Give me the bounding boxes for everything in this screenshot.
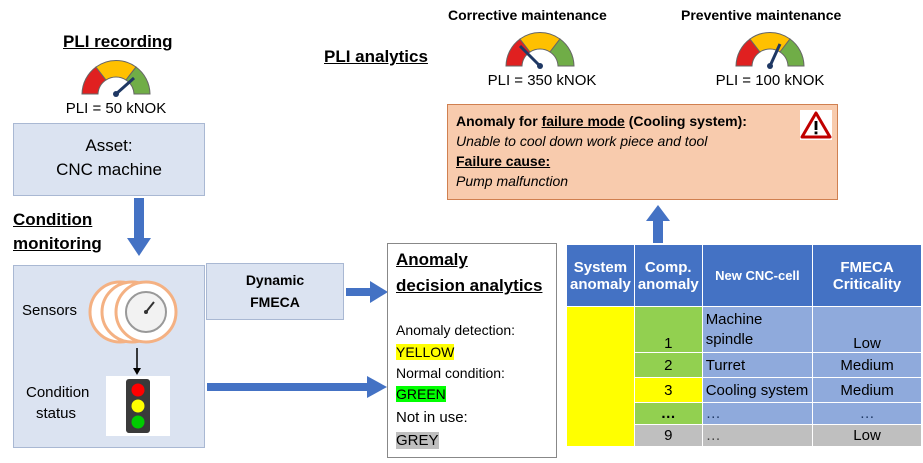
table-row: 1 Machine spindle Low — [566, 306, 922, 447]
component-name-cell: Cooling system — [701, 377, 814, 403]
table-row: 2 Turret Medium — [567, 352, 922, 378]
dynamic-fmeca-box: Dynamic FMECA — [206, 263, 344, 320]
condition-monitoring-title-2: monitoring — [13, 234, 102, 253]
comp-cell: 1 — [633, 306, 703, 353]
condition-status-label-2: status — [36, 405, 77, 422]
fmeca-to-decision-arrow — [346, 281, 388, 303]
header-fmeca-criticality: FMECA Criticality — [812, 244, 922, 307]
condition-status-label-1: Condition — [26, 384, 90, 401]
preventive-maintenance-value: PLI = 100 kNOK — [715, 72, 825, 89]
asset-box: Asset: CNC machine — [13, 123, 205, 196]
corrective-maintenance-value: PLI = 350 kNOK — [487, 72, 597, 89]
pli-recording-title: PLI recording — [63, 32, 173, 51]
table-row: … … … — [567, 402, 922, 425]
warning-icon — [800, 110, 832, 140]
fmeca-criticality-table: System anomaly Comp. anomaly New CNC-cel… — [566, 244, 922, 447]
criticality-cell: Low — [812, 306, 922, 353]
preventive-gauge-icon — [735, 32, 805, 69]
decision-analytics-title-2: decision analytics — [396, 276, 543, 295]
sensor-gauges-icon — [88, 280, 178, 344]
failure-mode-box: Anomaly for failure mode (Cooling system… — [447, 104, 838, 200]
pli-recording-gauge-icon — [81, 60, 151, 97]
dynamic-fmeca-line2: FMECA — [250, 294, 300, 310]
not-in-use-label: Not in use: — [396, 409, 468, 426]
table-to-anomaly-arrow — [646, 205, 670, 243]
table-row: 3 Cooling system Medium — [567, 377, 922, 403]
anomaly-detection-label: Anomaly detection: — [396, 322, 516, 338]
header-system-anomaly: System anomaly — [566, 244, 635, 307]
anomaly-detection-value: YELLOW — [396, 344, 455, 360]
corrective-maintenance-title: Corrective maintenance — [448, 7, 607, 23]
sensor-to-status-arrow — [133, 348, 141, 375]
comp-cell: 2 — [633, 352, 703, 378]
table-row: 9 … Low — [567, 424, 922, 447]
sensors-label: Sensors — [22, 302, 78, 319]
failure-mode-term: failure mode — [541, 113, 625, 129]
preventive-maintenance-title: Preventive maintenance — [681, 7, 842, 23]
component-name-cell: Machine spindle — [701, 306, 814, 353]
failure-cause-value: Pump malfunction — [456, 173, 569, 189]
failure-mode-description: Unable to cool down work piece and tool — [456, 133, 708, 149]
failure-mode-suffix: (Cooling system): — [624, 113, 747, 129]
corrective-gauge-icon — [505, 32, 575, 69]
component-name-cell: … — [701, 424, 814, 447]
criticality-cell: … — [812, 402, 922, 425]
not-in-use-value: GREY — [396, 432, 439, 449]
failure-mode-prefix: Anomaly for — [456, 113, 542, 129]
condition-monitoring-title-1: Condition — [13, 210, 93, 229]
traffic-light-icon — [106, 376, 170, 436]
failure-cause-label: Failure cause: — [456, 153, 551, 169]
criticality-cell: Medium — [812, 352, 922, 378]
normal-condition-label: Normal condition: — [396, 365, 505, 381]
header-new-cnc-cell: New CNC-cell — [701, 244, 814, 307]
asset-to-sensors-arrow — [127, 198, 151, 256]
asset-label: Asset: — [85, 136, 133, 155]
comp-cell: … — [633, 402, 703, 425]
asset-name: CNC machine — [56, 160, 162, 179]
header-comp-anomaly: Comp. anomaly — [633, 244, 703, 307]
comp-cell: 9 — [633, 424, 703, 447]
criticality-cell: Medium — [812, 377, 922, 403]
dynamic-fmeca-line1: Dynamic — [245, 272, 305, 288]
failure-mode-line: Anomaly for failure mode (Cooling system… — [456, 111, 829, 131]
component-name-cell: … — [701, 402, 814, 425]
pli-recording-value: PLI = 50 kNOK — [65, 100, 167, 117]
component-name-cell: Turret — [701, 352, 814, 378]
comp-cell: 3 — [633, 377, 703, 403]
pli-analytics-title: PLI analytics — [324, 47, 428, 66]
status-to-decision-arrow — [207, 376, 387, 398]
normal-condition-value: GREEN — [396, 386, 446, 402]
criticality-cell: Low — [812, 424, 922, 447]
system-anomaly-cell — [566, 306, 635, 447]
decision-analytics-title-1: Anomaly — [396, 250, 468, 269]
